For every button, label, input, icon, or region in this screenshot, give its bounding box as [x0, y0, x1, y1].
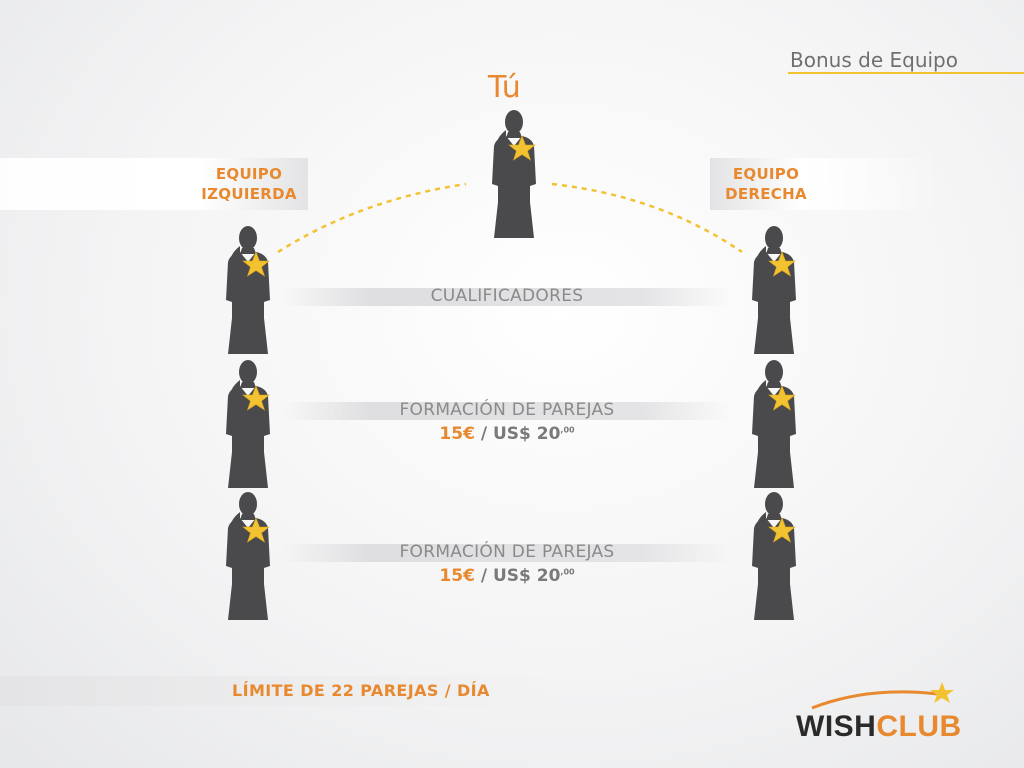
price-cents: ,00 — [560, 567, 575, 577]
person-silhouette-icon — [218, 222, 278, 358]
limit-band — [0, 676, 560, 706]
person-silhouette-icon — [218, 356, 278, 492]
team-right-line1: EQUIPO — [732, 164, 800, 183]
price-usd: / US$ 20 — [474, 424, 561, 444]
logo-swoosh-icon — [811, 682, 954, 710]
star-icon — [768, 251, 796, 277]
row-band-1 — [282, 288, 732, 306]
team-right-box: EQUIPO DERECHA — [710, 158, 940, 210]
team-left-box: EQUIPO IZQUIERDA — [0, 158, 308, 210]
person-silhouette-icon — [744, 488, 804, 624]
page-title: Bonus de Equipo — [790, 48, 958, 72]
team-left-line2: IZQUIERDA — [201, 185, 297, 203]
person-silhouette-icon — [744, 356, 804, 492]
title-underline — [788, 72, 1024, 74]
row-label-1: CUALIFICADORES — [430, 286, 584, 306]
logo-part1: WISH — [796, 710, 877, 743]
team-right-line2: DERECHA — [725, 185, 807, 203]
row-band-3 — [282, 544, 732, 562]
person-silhouette-icon — [218, 488, 278, 624]
star-icon — [768, 517, 796, 543]
price-cents: ,00 — [560, 425, 575, 435]
row-band-2 — [282, 402, 732, 420]
star-icon — [242, 517, 270, 543]
row-label-3: FORMACIÓN DE PAREJAS — [399, 542, 615, 562]
logo-part2: CLUB — [876, 710, 962, 743]
row-price-2: 15€ / US$ 20,00 — [282, 424, 732, 444]
row-price-3: 15€ / US$ 20,00 — [282, 566, 732, 586]
limit-label: LÍMITE DE 22 PAREJAS / DÍA — [232, 681, 490, 700]
price-eur: 15€ — [439, 424, 475, 444]
row-label-2: FORMACIÓN DE PAREJAS — [399, 400, 615, 420]
star-icon — [242, 385, 270, 411]
star-icon — [242, 251, 270, 277]
price-eur: 15€ — [439, 566, 475, 586]
team-left-line1: EQUIPO — [215, 164, 283, 183]
star-icon — [508, 135, 536, 161]
person-silhouette-icon — [484, 106, 544, 242]
you-label: Tú — [488, 70, 521, 105]
person-silhouette-icon — [744, 222, 804, 358]
price-usd: / US$ 20 — [474, 566, 561, 586]
star-icon — [768, 385, 796, 411]
wishclub-logo: WISHCLUB — [796, 710, 962, 744]
